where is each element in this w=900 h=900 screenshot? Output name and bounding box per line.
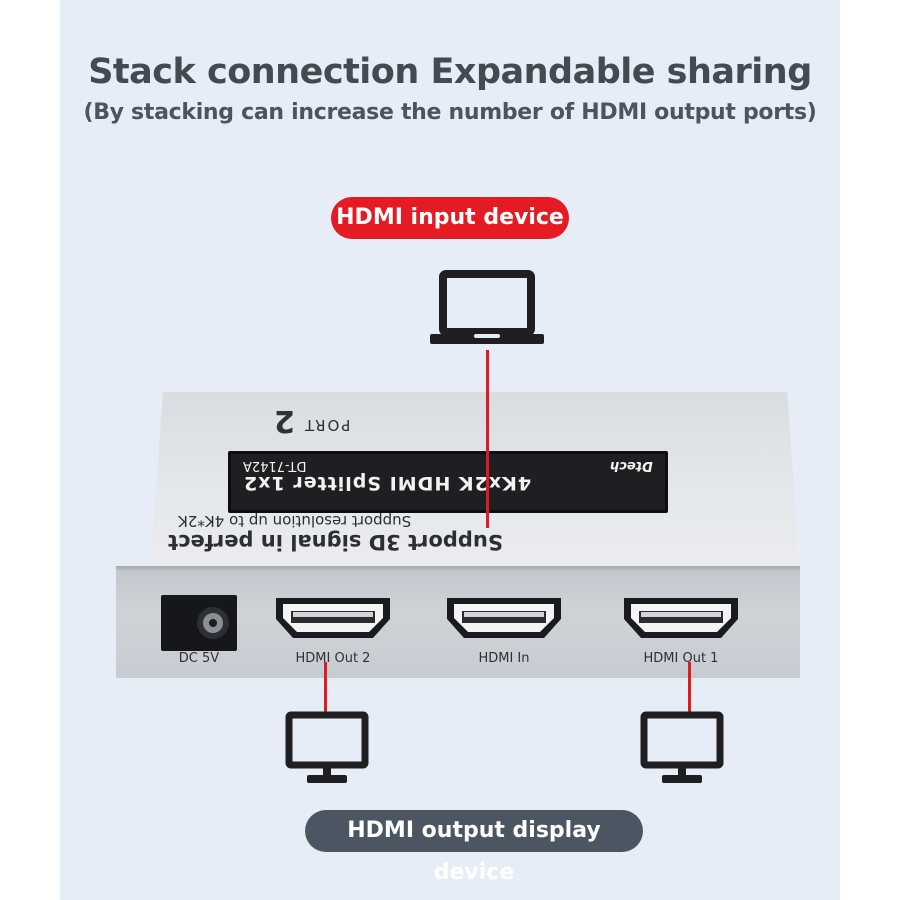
output-2-cable-line <box>324 662 327 712</box>
hdmi-in-port[interactable] <box>444 595 564 641</box>
infographic-frame: Stack connection Expandable sharing (By … <box>60 0 840 900</box>
hdmi-out-1-label: HDMI Out 1 <box>643 651 719 666</box>
brand-name: Dtech <box>610 458 653 473</box>
model-number: DT-7142A <box>243 458 307 473</box>
monitor-icon <box>640 711 724 783</box>
input-cable-line <box>486 350 489 528</box>
dc-jack-icon <box>197 607 229 639</box>
hdmi-out-2-port[interactable] <box>273 595 393 641</box>
monitor-icon <box>285 711 369 783</box>
input-device-badge: HDMI input device <box>331 197 569 239</box>
subline: (By stacking can increase the number of … <box>83 100 817 125</box>
caption-sub: Support resolution up to 4K*2K <box>178 512 412 530</box>
hdmi-in-label: HDMI In <box>478 651 530 666</box>
hdmi-out-1-port[interactable] <box>621 595 741 641</box>
output-1-cable-line <box>688 662 691 712</box>
laptop-icon <box>430 270 544 344</box>
model-plate: DT-7142A 4Kx2K HDMI Splitter 1x2 Dtech <box>228 451 668 513</box>
headline: Stack connection Expandable sharing <box>88 52 812 92</box>
output-device-badge: HDMI output display device <box>305 810 643 885</box>
dc-label: DC 5V <box>178 651 220 666</box>
dc-power-jack[interactable] <box>161 595 237 651</box>
hdmi-out-2-label: HDMI Out 2 <box>295 651 371 666</box>
caption-main: Support 3D signal in perfect <box>168 530 503 554</box>
